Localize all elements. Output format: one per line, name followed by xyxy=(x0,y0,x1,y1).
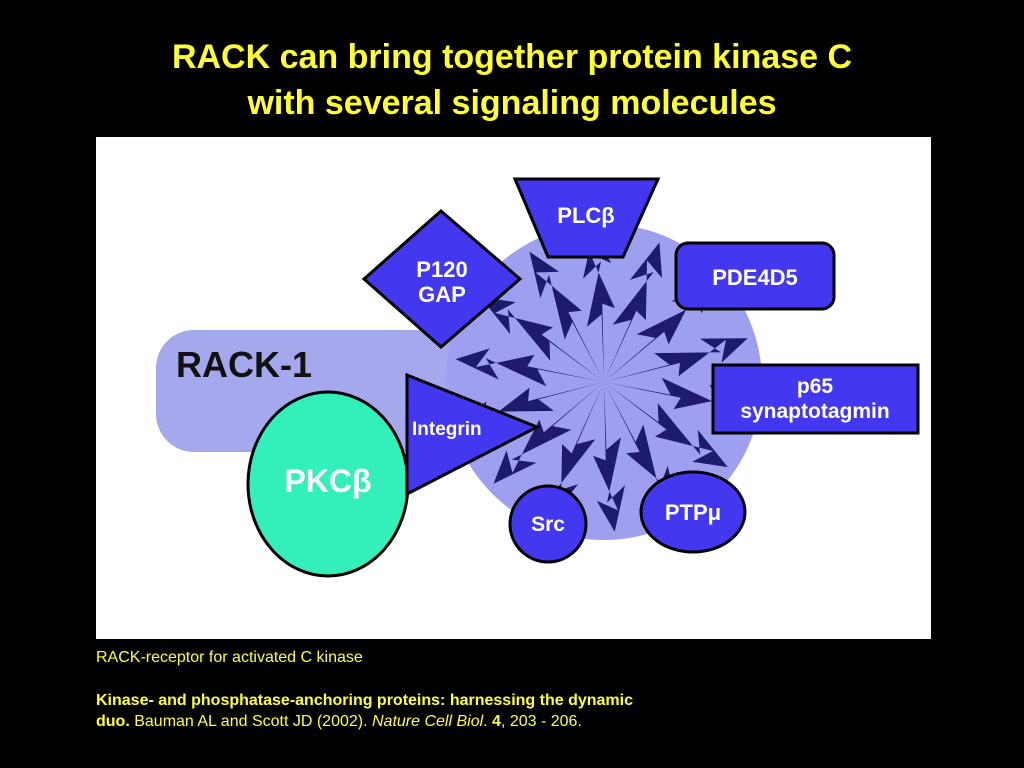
propeller-blade xyxy=(604,242,663,382)
p65-label-line1: p65 xyxy=(797,375,834,398)
ptp-label: PTPμ xyxy=(665,500,721,525)
pkc-label: PKCβ xyxy=(284,463,371,499)
integrin-shape xyxy=(405,372,541,497)
propeller-blade xyxy=(493,382,604,484)
propeller-blade xyxy=(604,280,715,382)
propeller-blade xyxy=(455,348,604,387)
slide-title: RACK can bring together protein kinase C… xyxy=(0,34,1024,126)
plc-shape xyxy=(512,177,661,259)
citation-volume: 4 xyxy=(492,713,501,730)
title-line-2: with several signaling molecules xyxy=(247,84,777,122)
propeller-blade xyxy=(583,232,615,382)
src-shape xyxy=(508,484,588,564)
p65-shape xyxy=(711,363,920,435)
rack-diagram: RACK-1 PKCβ PLCβ P120 GAP PDE4D5 p65 syn… xyxy=(96,137,931,639)
propeller-blade xyxy=(460,382,604,426)
pde-shape xyxy=(674,241,836,311)
propeller-blade xyxy=(604,382,728,468)
citation-pages: , 203 - 206. xyxy=(500,713,582,730)
integrin-label: Integrin xyxy=(412,419,482,440)
propeller-blade xyxy=(604,338,748,382)
ptp-shape xyxy=(639,470,747,554)
src-label: Src xyxy=(531,513,565,536)
p120-label-line1: P120 xyxy=(416,257,467,282)
title-line-1: RACK can bring together protein kinase C xyxy=(171,38,853,76)
citation-article-title: Kinase- and phosphatase-anchoring protei… xyxy=(96,692,633,730)
citation-separator-2: . xyxy=(483,713,493,730)
plc-label: PLCβ xyxy=(557,203,614,228)
p120-label-line2: GAP xyxy=(418,282,466,307)
propeller-blade xyxy=(604,382,679,513)
propeller-blade xyxy=(604,377,753,416)
citation: Kinase- and phosphatase-anchoring protei… xyxy=(96,690,656,732)
p120-shape xyxy=(361,209,523,349)
propeller-blade xyxy=(529,251,604,382)
rack-label: RACK-1 xyxy=(176,344,312,385)
propeller-blade xyxy=(593,382,625,532)
citation-authors: Bauman AL and Scott JD (2002). xyxy=(134,713,372,730)
p65-label-line2: synaptotagmin xyxy=(740,400,889,423)
citation-separator: . xyxy=(125,713,135,730)
diagram-caption: RACK-receptor for activated C kinase xyxy=(96,649,363,666)
propeller-blade xyxy=(480,296,604,382)
diagram-canvas: RACK-1 PKCβ PLCβ P120 GAP PDE4D5 p65 syn… xyxy=(156,177,920,578)
pde-label: PDE4D5 xyxy=(712,265,798,290)
citation-journal: Nature Cell Biol xyxy=(371,713,484,730)
